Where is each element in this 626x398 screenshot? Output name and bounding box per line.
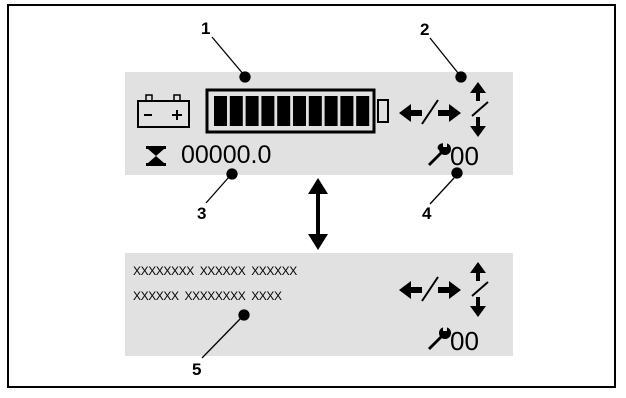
hourglass-icon <box>146 146 166 166</box>
wrench-icon <box>428 325 451 350</box>
display-panel-message <box>125 253 513 356</box>
battery-level-bar <box>205 88 389 134</box>
battery-segment <box>229 96 243 126</box>
battery-segment <box>356 96 370 126</box>
wrench-icon <box>428 141 451 166</box>
battery-segment <box>324 96 338 126</box>
callout-1: 1 <box>201 19 211 38</box>
battery-segment <box>214 96 227 126</box>
message-line-1: XXXXXXXX XXXXXX XXXXXX <box>133 264 297 278</box>
battery-segment <box>293 96 306 126</box>
callout-3: 3 <box>197 204 207 223</box>
service-code-top: 00 <box>450 141 479 171</box>
lift-lower-arrows-icon <box>470 262 489 317</box>
figure-frame <box>7 4 616 388</box>
battery-icon <box>137 94 190 128</box>
switch-display-arrow <box>308 178 328 250</box>
battery-segment <box>340 96 354 126</box>
callout-4: 4 <box>422 204 432 223</box>
battery-segment <box>277 96 291 126</box>
lift-lower-arrows-icon <box>470 82 489 137</box>
callout-2: 2 <box>420 20 430 39</box>
battery-segment <box>308 96 322 126</box>
callout-5: 5 <box>192 360 202 379</box>
direction-arrows-icon <box>399 276 461 302</box>
service-code-bottom: 00 <box>450 326 479 356</box>
message-line-2: XXXXXX XXXXXXXX XXXX <box>133 289 282 303</box>
leader-lines <box>201 36 467 359</box>
battery-segment <box>245 96 259 126</box>
direction-arrows-icon <box>399 99 461 125</box>
hour-counter: 00000.0 <box>181 141 272 169</box>
battery-segment <box>261 96 275 126</box>
